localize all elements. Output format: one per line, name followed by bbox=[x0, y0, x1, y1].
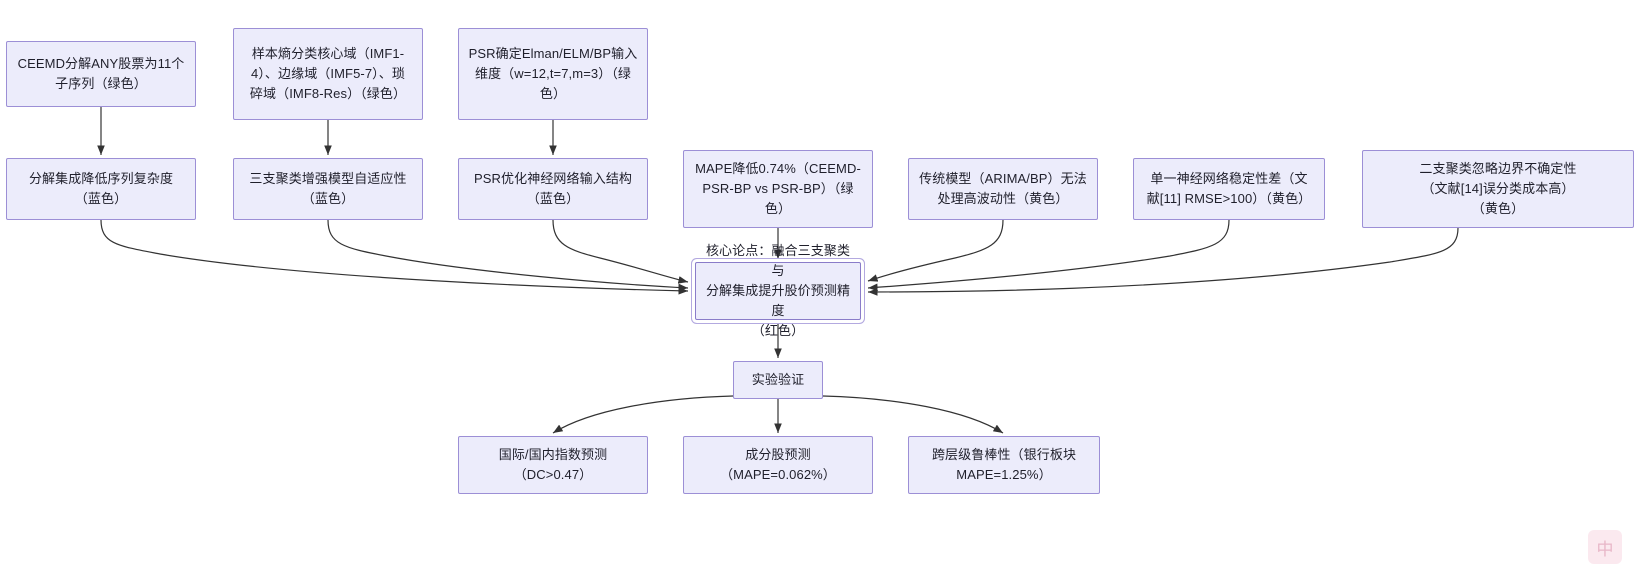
node-label: 跨层级鲁棒性（银行板块 MAPE=1.25%） bbox=[931, 446, 1077, 482]
node-single-network-instability[interactable]: 单一神经网络稳定性差（文 献[11] RMSE>100）（黄色） bbox=[1133, 158, 1325, 220]
node-label: 传统模型（ARIMA/BP）无法 处理高波动性（黄色） bbox=[919, 170, 1087, 206]
node-psr-input-dimension[interactable]: PSR确定Elman/ELM/BP输入 维度（w=12,t=7,m=3）（绿 色… bbox=[458, 28, 648, 120]
node-psr-optimizes-network-input[interactable]: PSR优化神经网络输入结构 （蓝色） bbox=[458, 158, 648, 220]
node-sample-entropy-classification[interactable]: 样本熵分类核心域（IMF1- 4）、边缘域（IMF5-7）、琐 碎域（IMF8-… bbox=[233, 28, 423, 120]
node-label: 样本熵分类核心域（IMF1- 4）、边缘域（IMF5-7）、琐 碎域（IMF8-… bbox=[249, 45, 407, 102]
node-two-way-clustering-boundary[interactable]: 二支聚类忽略边界不确定性 （文献[14]误分类成本高） （黄色） bbox=[1362, 150, 1634, 228]
edge-n12-n13 bbox=[552, 395, 734, 434]
node-label: 国际/国内指数预测 （DC>0.47） bbox=[498, 446, 608, 482]
node-label: 二支聚类忽略边界不确定性 （文献[14]误分类成本高） （黄色） bbox=[1419, 160, 1577, 217]
node-mape-reduction[interactable]: MAPE降低0.74%（CEEMD- PSR-BP vs PSR-BP）（绿 色… bbox=[683, 150, 873, 228]
node-cross-level-robustness-result[interactable]: 跨层级鲁棒性（银行板块 MAPE=1.25%） bbox=[908, 436, 1100, 494]
edge-n5-n11 bbox=[327, 219, 689, 292]
edge-n12-n15 bbox=[822, 395, 1004, 434]
watermark-glyph: 中 bbox=[1596, 539, 1614, 560]
node-constituent-stock-result[interactable]: 成分股预测 （MAPE=0.062%） bbox=[683, 436, 873, 494]
node-label: PSR优化神经网络输入结构 （蓝色） bbox=[473, 170, 633, 206]
node-label: CEEMD分解ANY股票为11个 子序列（绿色） bbox=[17, 55, 185, 91]
node-experimental-validation[interactable]: 实验验证 bbox=[733, 361, 823, 399]
node-label: MAPE降低0.74%（CEEMD- PSR-BP vs PSR-BP）（绿 色… bbox=[695, 160, 861, 217]
node-label: 分解集成降低序列复杂度 （蓝色） bbox=[28, 170, 174, 206]
node-decomposition-reduces-complexity[interactable]: 分解集成降低序列复杂度 （蓝色） bbox=[6, 158, 196, 220]
node-index-prediction-result[interactable]: 国际/国内指数预测 （DC>0.47） bbox=[458, 436, 648, 494]
node-three-way-clustering-adaptivity[interactable]: 三支聚类增强模型自适应性 （蓝色） bbox=[233, 158, 423, 220]
edge-n4-n11 bbox=[100, 219, 689, 295]
watermark-logo: 中 bbox=[1588, 530, 1622, 564]
node-core-claim[interactable]: 核心论点：融合三支聚类与 分解集成提升股价预测精度 （红色） bbox=[695, 243, 861, 338]
node-label: 成分股预测 （MAPE=0.062%） bbox=[720, 446, 836, 482]
node-label: PSR确定Elman/ELM/BP输入 维度（w=12,t=7,m=3）（绿 色… bbox=[468, 45, 638, 102]
node-ceemd-decomposition[interactable]: CEEMD分解ANY股票为11个 子序列（绿色） bbox=[6, 41, 196, 107]
node-label: 单一神经网络稳定性差（文 献[11] RMSE>100）（黄色） bbox=[1146, 170, 1312, 206]
node-label: 三支聚类增强模型自适应性 （蓝色） bbox=[249, 170, 407, 206]
node-label: 实验验证 bbox=[751, 371, 805, 387]
edge-n8-n11 bbox=[867, 219, 1004, 282]
node-traditional-model-limitation[interactable]: 传统模型（ARIMA/BP）无法 处理高波动性（黄色） bbox=[908, 158, 1098, 220]
edge-n9-n11 bbox=[867, 219, 1230, 292]
edge-n10-n11 bbox=[867, 227, 1459, 296]
node-label: 核心论点：融合三支聚类与 分解集成提升股价预测精度 （红色） bbox=[705, 242, 851, 339]
edge-n6-n11 bbox=[552, 219, 689, 284]
